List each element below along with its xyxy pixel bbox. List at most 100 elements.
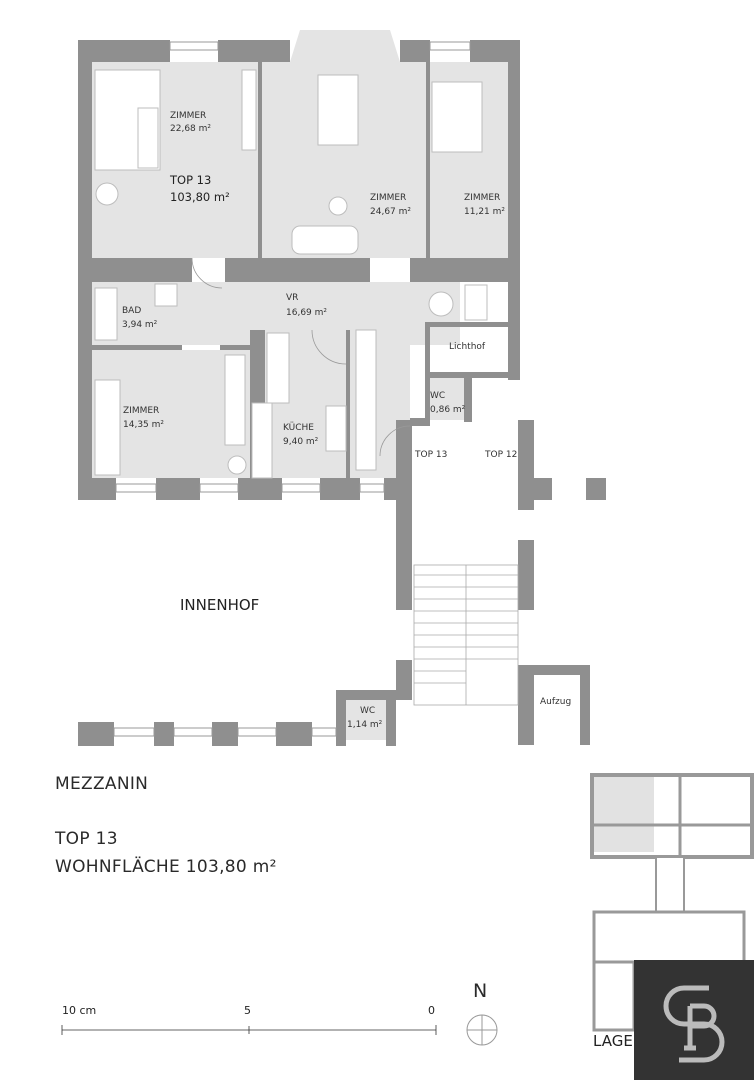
wall [78, 478, 116, 500]
wall [276, 722, 312, 746]
window [113, 727, 155, 737]
wall [518, 665, 590, 675]
wall [518, 540, 534, 610]
round-table [428, 291, 454, 317]
wall [78, 40, 170, 62]
room-name: ZIMMER [170, 111, 206, 121]
room-name: ZIMMER [370, 193, 406, 203]
wall [154, 722, 174, 746]
bay-window-fill [290, 30, 400, 62]
furniture-item [241, 69, 257, 151]
room-area: 9,40 m² [283, 437, 319, 447]
room-name: BAD [122, 306, 141, 316]
wall [386, 690, 396, 746]
wall [320, 478, 360, 500]
room-fill [346, 700, 386, 740]
wall [464, 372, 472, 422]
wall [156, 478, 200, 500]
window [359, 483, 385, 493]
room-area: 24,67 m² [370, 207, 411, 217]
wall [336, 690, 396, 700]
wall [396, 660, 412, 700]
wall [346, 330, 350, 478]
wall [410, 418, 430, 426]
logo-icon [663, 985, 725, 1063]
plan-unit-name: TOP 13 [169, 173, 211, 187]
room-area: 11,21 m² [464, 207, 505, 217]
staircase [413, 564, 519, 706]
wall [586, 478, 606, 500]
round-table [227, 455, 247, 475]
wall [92, 345, 182, 350]
room-area: 22,68 m² [170, 124, 211, 134]
door-swing [191, 257, 223, 289]
top13-label: TOP 13 [414, 450, 447, 460]
scale-label-right: 0 [428, 1004, 435, 1017]
furniture-item [94, 287, 118, 341]
site-plan-thumbnail [590, 773, 754, 1032]
wall [426, 62, 430, 258]
furniture-item [137, 107, 159, 169]
room-area: 0,86 m² [430, 405, 466, 415]
room-name: VR [286, 293, 298, 303]
wall [580, 665, 590, 745]
scale-label-mid: 5 [244, 1004, 251, 1017]
wall [396, 420, 412, 610]
furniture-item [317, 74, 359, 146]
wall [470, 40, 520, 62]
scale-label-left: 10 cm [62, 1004, 97, 1017]
wall [508, 40, 520, 380]
wall [518, 665, 534, 745]
window [115, 483, 157, 493]
site-plan-label: LAGE [593, 1032, 633, 1050]
room-name: KÜCHE [283, 422, 314, 433]
furniture-item [431, 81, 483, 153]
door-swing [311, 329, 347, 365]
wall [336, 690, 346, 746]
furniture-item [464, 284, 488, 321]
wall [220, 345, 250, 350]
furniture-item [355, 329, 377, 471]
room-area: 1,14 m² [347, 720, 383, 730]
wall [212, 722, 238, 746]
plan-unit-area: 103,80 m² [170, 190, 230, 204]
wall [78, 722, 114, 746]
wall [218, 40, 290, 62]
room-name: WC [360, 706, 375, 716]
round-table [95, 182, 119, 206]
wall [258, 62, 262, 258]
room-name: WC [430, 391, 445, 401]
window [311, 727, 337, 737]
window [199, 483, 239, 493]
window [169, 41, 219, 51]
sofa [291, 225, 359, 255]
wall [78, 40, 92, 500]
wall [400, 40, 430, 62]
wall [238, 478, 282, 500]
window [429, 41, 471, 51]
aufzug-label: Aufzug [540, 697, 571, 707]
room-fill [428, 375, 466, 420]
furniture-item [154, 283, 178, 307]
innenhof-label: INNENHOF [180, 596, 259, 614]
living-area-label: WOHNFLÄCHE 103,80 m² [55, 857, 277, 877]
furniture-item [251, 402, 273, 479]
wall [92, 258, 192, 282]
room-name: ZIMMER [123, 406, 159, 416]
wall [410, 258, 520, 282]
window [173, 727, 213, 737]
room-labels: ZIMMER 22,68 m² TOP 13 103,80 m² ZIMMER 24,67… [122, 111, 571, 730]
furniture-item [224, 354, 246, 446]
north-compass-icon [466, 1014, 498, 1046]
lichthof-label: Lichthof [449, 342, 486, 352]
room-area: 14,35 m² [123, 420, 164, 430]
window [281, 483, 321, 493]
furniture-item [94, 379, 121, 476]
unit-label: TOP 13 [55, 829, 118, 849]
room-area: 16,69 m² [286, 308, 327, 318]
sp-logo [634, 960, 754, 1080]
walls [78, 40, 606, 746]
door-swing [379, 425, 411, 457]
furniture-item [325, 405, 347, 452]
